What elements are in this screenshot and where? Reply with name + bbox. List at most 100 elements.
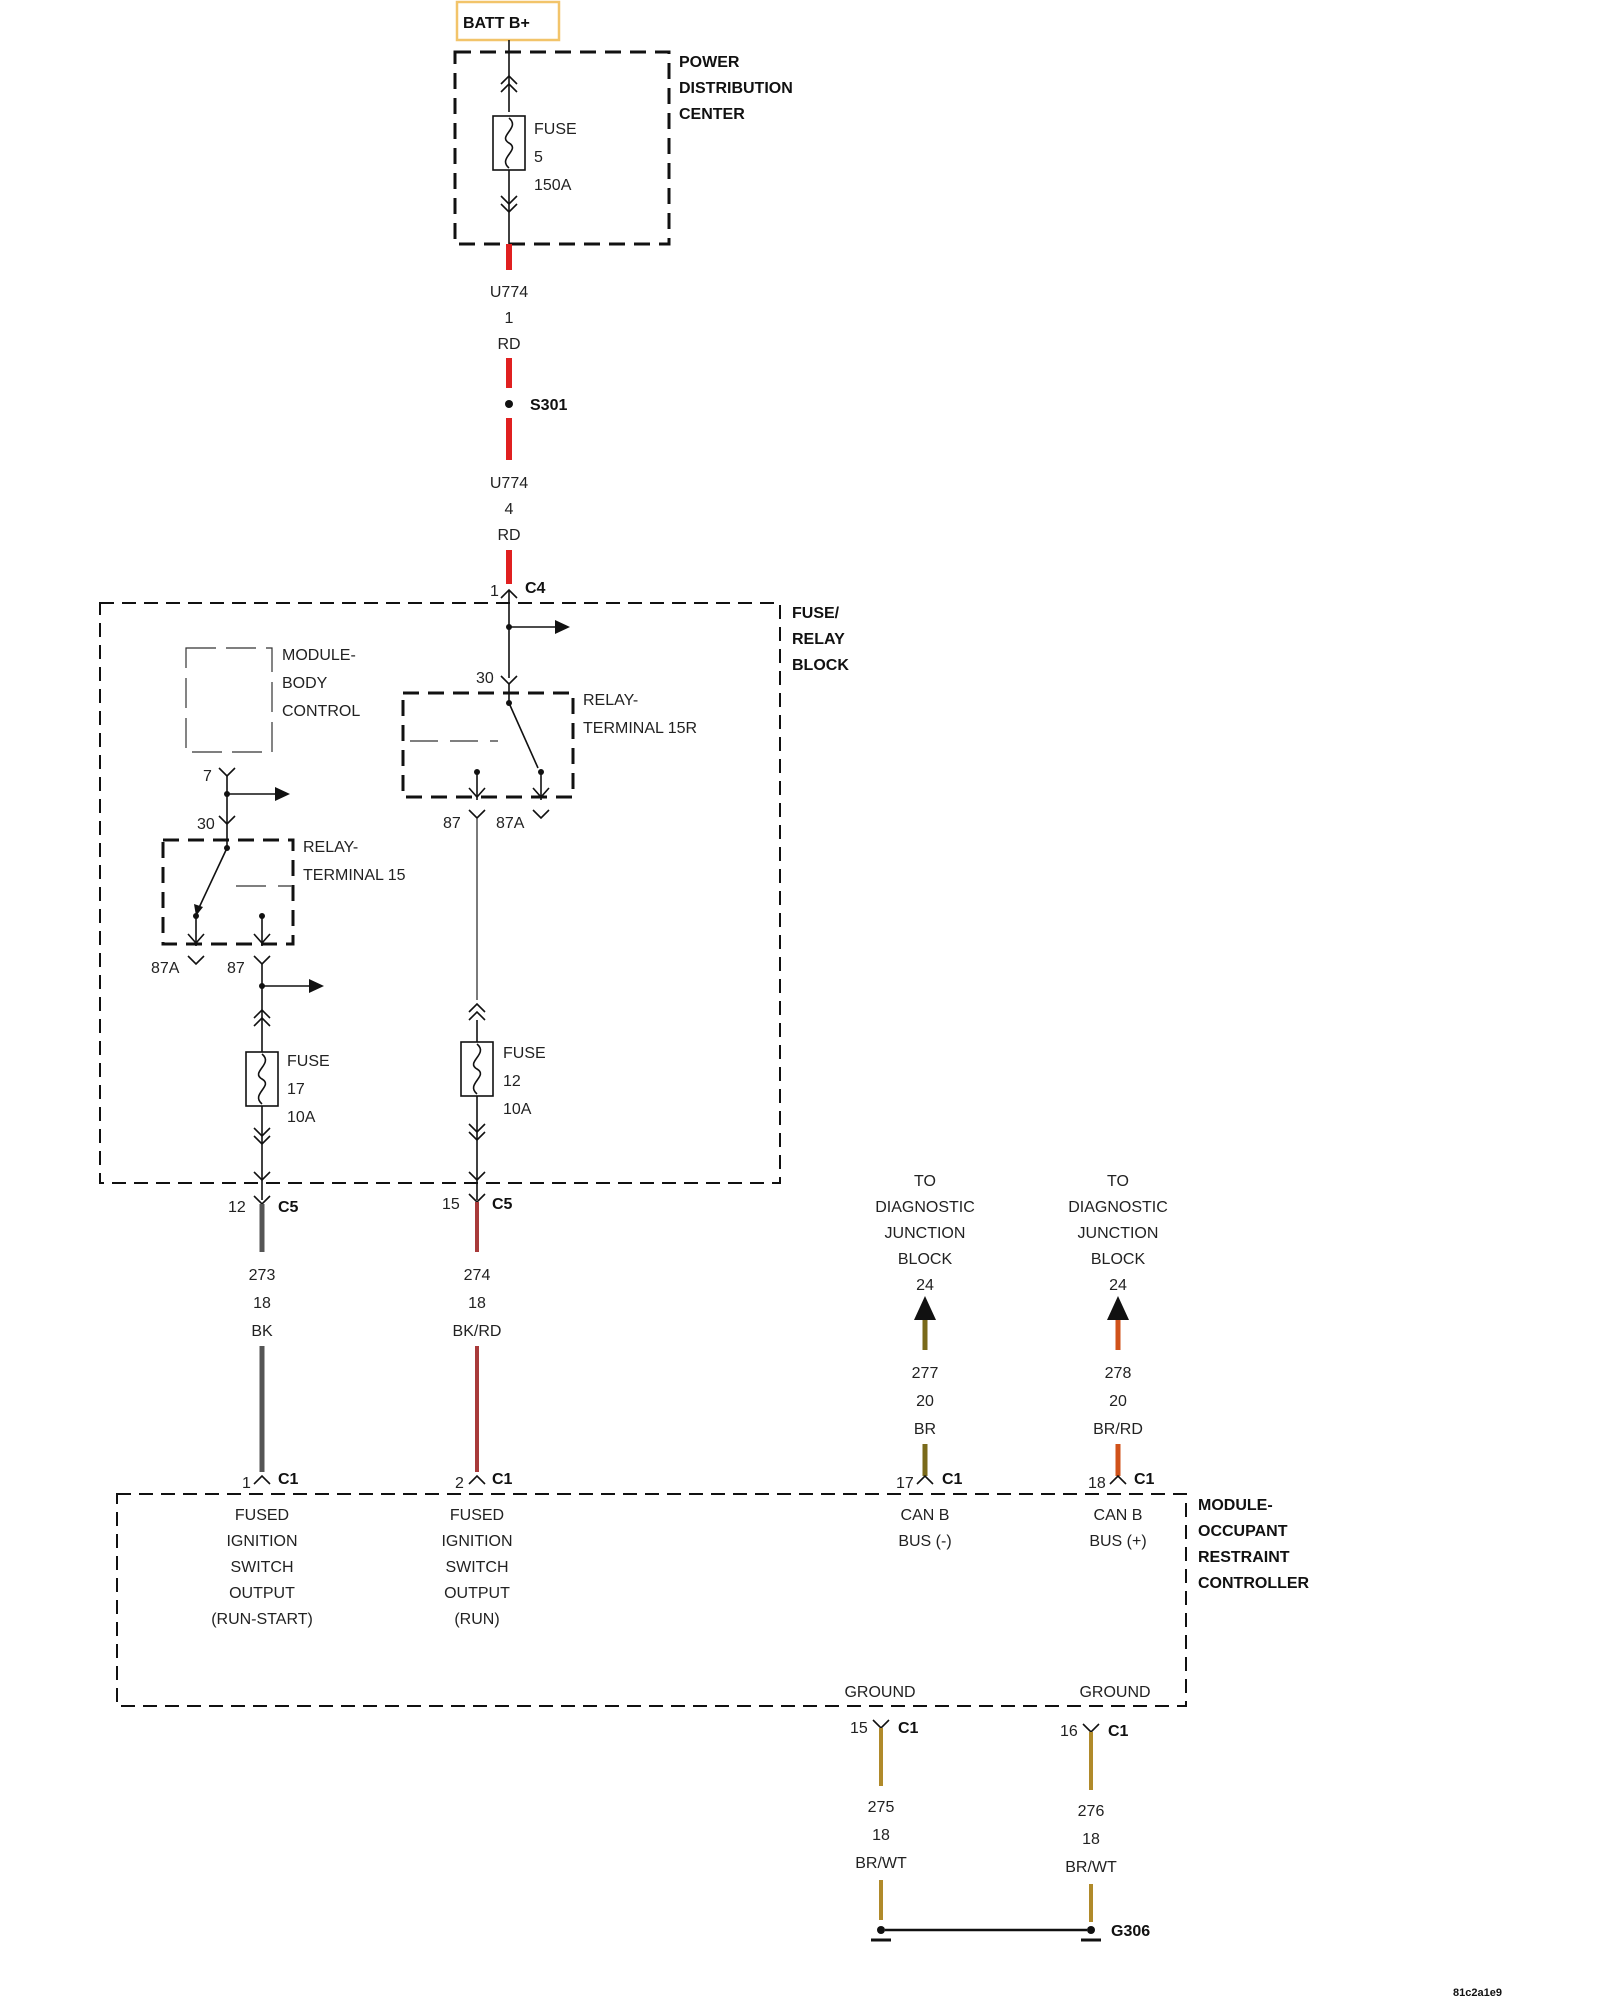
relay15-pin87: 87 <box>227 960 245 977</box>
orc-c1-pin1-connector <box>253 1474 271 1485</box>
frb-label-3: BLOCK <box>792 657 849 674</box>
orc-c1-pin17-label: C1 <box>942 1471 963 1488</box>
bcm-label-1: MODULE- <box>282 647 356 664</box>
djb-a-label-4: BLOCK <box>898 1251 953 1268</box>
ground-point-label: G306 <box>1111 1923 1150 1940</box>
ground-b-connector <box>1082 1723 1100 1734</box>
ground-a-label: GROUND <box>844 1684 915 1701</box>
relay15r-pin87: 87 <box>443 815 461 832</box>
wire-273-color: BK <box>251 1323 273 1340</box>
relay15r-switch-arm <box>508 702 539 769</box>
orc-c1-pin17-connector <box>916 1474 934 1485</box>
wire-u774-1-color: RD <box>497 336 520 353</box>
branch-arrowhead-relay15 <box>309 979 324 993</box>
pin2-func-1: FUSED <box>450 1507 504 1524</box>
bcm-pin7: 7 <box>203 768 212 785</box>
pin17-func-1: CAN B <box>901 1507 950 1524</box>
connector-fuse17-bottom <box>253 1127 271 1146</box>
djb-a-label-1: TO <box>914 1173 936 1190</box>
fuse12-element <box>472 1043 482 1095</box>
pin1-func-4: OUTPUT <box>229 1585 295 1602</box>
connector-c4-pin: 1 <box>490 583 499 600</box>
wire-u774-4-color: RD <box>497 527 520 544</box>
pdc-label-2: DISTRIBUTION <box>679 80 793 97</box>
relay15r-87a-connector <box>532 809 550 820</box>
wire-275-circuit: 275 <box>868 1799 895 1816</box>
wire-276-gauge: 18 <box>1082 1831 1100 1848</box>
relay15r-label-2: TERMINAL 15R <box>583 720 697 737</box>
wire-277-color: BR <box>914 1421 936 1438</box>
relay15r-87-arrow <box>468 787 486 799</box>
pin1-func-2: IGNITION <box>226 1533 297 1550</box>
pin18-func-1: CAN B <box>1094 1507 1143 1524</box>
connector-fuse12-bottom <box>468 1123 486 1142</box>
ground-b-eyelet <box>1087 1926 1095 1934</box>
pin2-func-5: (RUN) <box>454 1611 499 1628</box>
fuse17-element <box>257 1053 267 1105</box>
pin17-func-2: BUS (-) <box>898 1533 951 1550</box>
pin2-func-3: SWITCH <box>445 1559 508 1576</box>
relay15-87-arrow <box>253 933 271 945</box>
relay15-boundary <box>161 838 295 946</box>
djb-b-label-3: JUNCTION <box>1078 1225 1159 1242</box>
relay15r-pin30: 30 <box>476 670 494 687</box>
pdc-boundary <box>453 50 671 246</box>
relay15-pin30: 30 <box>197 816 215 833</box>
djb-b-label-2: DIAGNOSTIC <box>1068 1199 1168 1216</box>
pin1-func-5: (RUN-START) <box>211 1611 313 1628</box>
wire-u774-1-gauge: 1 <box>505 310 514 327</box>
branch-arrowhead-c4 <box>555 620 570 634</box>
relay15r-boundary <box>401 691 575 799</box>
relay15-87a-connector <box>187 955 205 966</box>
splice-s301-label: S301 <box>530 397 567 414</box>
wire-278-circuit: 278 <box>1105 1365 1132 1382</box>
wire-278-gauge: 20 <box>1109 1393 1127 1410</box>
orc-c1-pin17-num: 17 <box>896 1475 914 1492</box>
djb-a-pin: 24 <box>916 1277 934 1294</box>
wire-277-gauge: 20 <box>916 1393 934 1410</box>
pin1-func-3: SWITCH <box>230 1559 293 1576</box>
orc-c1-pin1-num: 1 <box>242 1475 251 1492</box>
relay15-label-2: TERMINAL 15 <box>303 867 406 884</box>
pdc-label-1: POWER <box>679 54 740 71</box>
wire-275-color: BR/WT <box>855 1855 907 1872</box>
wire-276-circuit: 276 <box>1078 1803 1105 1820</box>
djb-a-label-3: JUNCTION <box>885 1225 966 1242</box>
diagram-id: 81c2a1e9 <box>1453 1987 1502 1999</box>
fuse5-element <box>504 117 514 169</box>
orc-c1-pin2-label: C1 <box>492 1471 513 1488</box>
djb-a-arrowhead <box>914 1296 936 1320</box>
orc-c1-pin2-connector <box>468 1474 486 1485</box>
djb-b-arrowhead <box>1107 1296 1129 1320</box>
relay15-pin87a: 87A <box>151 960 180 977</box>
frb-boundary <box>99 602 781 1184</box>
ground-a-conn: C1 <box>898 1720 919 1737</box>
fuse12-label-3: 10A <box>503 1101 532 1118</box>
connector-fuse17-exit <box>253 1171 271 1182</box>
relay15-switch-arm <box>196 847 228 913</box>
batt-label: BATT B+ <box>463 15 530 32</box>
fuse5-label-2: 5 <box>534 149 543 166</box>
batt-box <box>455 0 561 42</box>
wire-277-circuit: 277 <box>912 1365 939 1382</box>
ground-a-eyelet <box>877 1926 885 1934</box>
orc-c1-pin18-connector <box>1109 1474 1127 1485</box>
fuse5-label-3: 150A <box>534 177 572 194</box>
pdc-label-3: CENTER <box>679 106 745 123</box>
relay15r-87-connector <box>468 809 486 820</box>
djb-b-label-1: TO <box>1107 1173 1129 1190</box>
wire-273-circuit: 273 <box>249 1267 276 1284</box>
bcm-boundary <box>185 647 273 753</box>
frb-label-1: FUSE/ <box>792 605 840 622</box>
ground-b-label: GROUND <box>1079 1684 1150 1701</box>
ground-a-pin: 15 <box>850 1720 868 1737</box>
connector-fuse5-top <box>500 74 518 93</box>
fuse12-label-1: FUSE <box>503 1045 546 1062</box>
connector-c5-pin15-label: C5 <box>492 1196 513 1213</box>
orc-c1-pin2-num: 2 <box>455 1475 464 1492</box>
pin1-func-1: FUSED <box>235 1507 289 1524</box>
orc-label-4: CONTROLLER <box>1198 1575 1310 1592</box>
connector-fuse12-exit <box>468 1171 486 1182</box>
wire-278-color: BR/RD <box>1093 1421 1143 1438</box>
